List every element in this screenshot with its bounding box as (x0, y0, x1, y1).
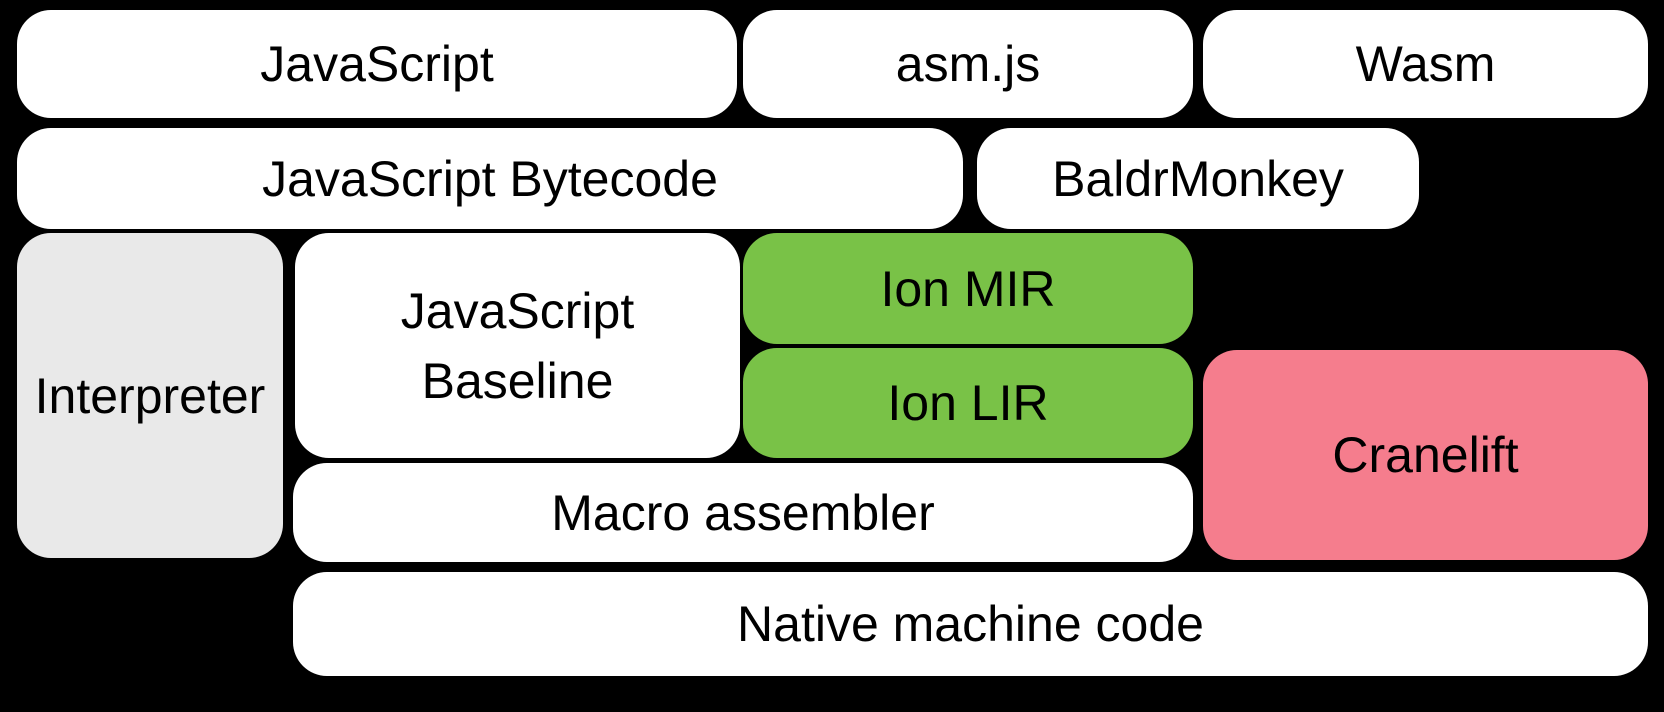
box-javascript-bytecode: JavaScript Bytecode (17, 128, 963, 229)
box-javascript-label: JavaScript (260, 36, 494, 92)
box-javascript-baseline-label: JavaScript Baseline (400, 282, 635, 409)
box-baldrmonkey: BaldrMonkey (977, 128, 1419, 229)
box-asm-js-label: asm.js (895, 36, 1041, 92)
box-ion-lir-label: Ion LIR (887, 375, 1049, 431)
box-asm-js: asm.js (743, 10, 1193, 118)
box-wasm-label: Wasm (1355, 36, 1496, 92)
box-javascript-baseline: JavaScript Baseline (295, 233, 740, 458)
box-baldrmonkey-label: BaldrMonkey (1052, 150, 1344, 207)
box-javascript: JavaScript (17, 10, 737, 118)
box-ion-lir: Ion LIR (743, 348, 1193, 458)
box-cranelift: Cranelift (1203, 350, 1648, 560)
box-native-machine-code: Native machine code (293, 572, 1648, 676)
box-javascript-bytecode-label: JavaScript Bytecode (262, 150, 718, 207)
box-cranelift-label: Cranelift (1332, 427, 1519, 483)
box-macro-assembler: Macro assembler (293, 463, 1193, 562)
box-ion-mir: Ion MIR (743, 233, 1193, 344)
box-ion-mir-label: Ion MIR (880, 260, 1056, 317)
box-interpreter-label: Interpreter (34, 367, 266, 424)
box-macro-assembler-label: Macro assembler (551, 484, 935, 541)
box-native-machine-code-label: Native machine code (737, 596, 1204, 652)
box-interpreter: Interpreter (17, 233, 283, 558)
box-wasm: Wasm (1203, 10, 1648, 118)
